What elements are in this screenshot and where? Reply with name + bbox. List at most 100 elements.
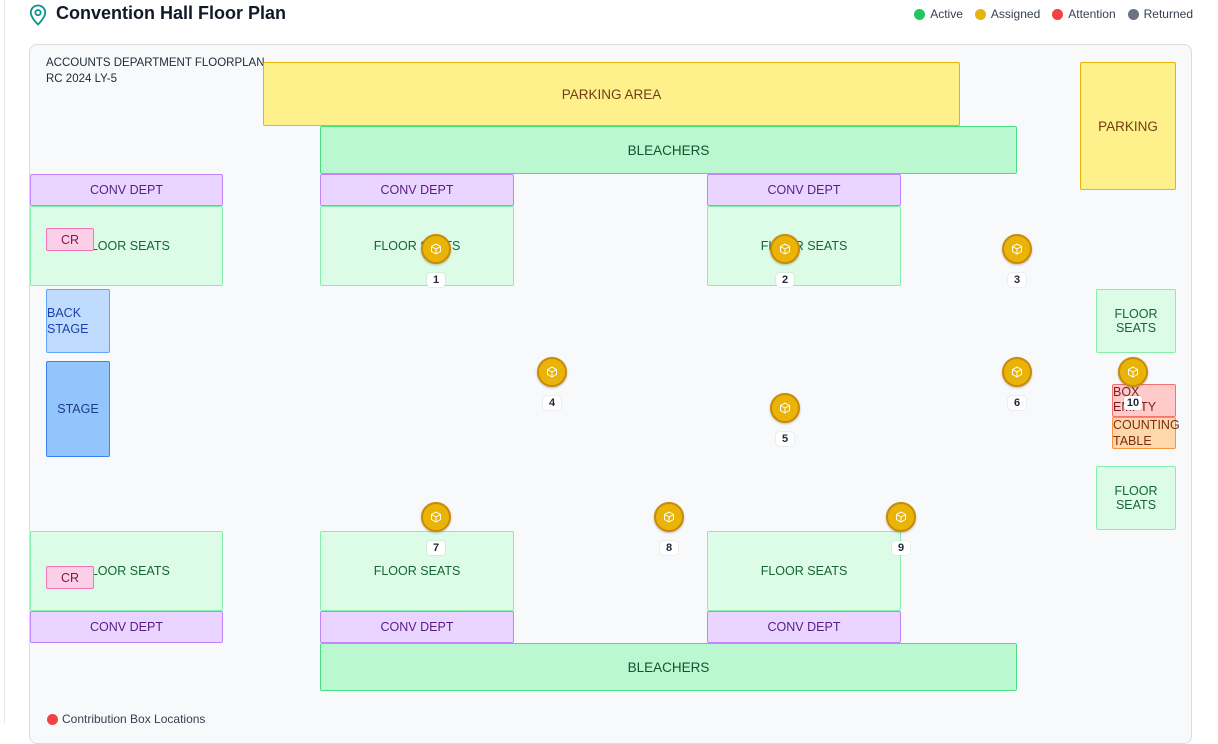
zone-label: BLEACHERS [627,659,710,675]
zone-conv-dept-top-1[interactable]: CONV DEPT [30,174,223,206]
box-marker[interactable] [1118,357,1148,387]
page-border [4,0,5,723]
zone-floor-seats-bottom-2[interactable]: FLOOR SEATS [320,531,514,611]
zone-label: FLOOR SEATS [760,564,848,578]
package-icon [1128,366,1138,378]
package-icon [664,511,674,523]
zone-label: COUNTING TABLE [1113,417,1180,449]
red-dot-icon [47,713,58,725]
legend-label: Assigned [990,7,1041,21]
box-marker-label: 3 [1008,273,1026,287]
zone-label: PARKING AREA [561,86,662,102]
zone-conv-dept-bottom-1[interactable]: CONV DEPT [30,611,223,643]
zone-label: FLOOR SEATS [83,564,170,578]
legend-item-assigned: Assigned [974,7,1041,21]
package-icon [780,243,790,255]
box-marker[interactable] [770,234,800,264]
package-icon [1012,243,1022,255]
legend-item-attention: Attention [1052,7,1116,21]
zone-cr-top[interactable]: CR [46,228,94,251]
zone-conv-dept-top-2[interactable]: CONV DEPT [320,174,514,206]
zone-conv-dept-bottom-3[interactable]: CONV DEPT [707,611,901,643]
zone-back-stage[interactable]: BACK STAGE [46,289,110,353]
zone-label: FLOOR SEATS [373,564,461,578]
box-marker-label: 4 [543,396,561,410]
box-marker[interactable] [421,502,451,532]
zone-parking-area[interactable]: PARKING AREA [263,62,960,126]
box-marker-label: 5 [776,432,794,446]
zone-stage[interactable]: STAGE [46,361,110,457]
box-marker[interactable] [1002,357,1032,387]
box-marker[interactable] [770,393,800,423]
zone-floor-seats-bottom-3[interactable]: FLOOR SEATS [707,531,901,611]
box-marker-label: 10 [1124,396,1142,410]
floorplan-label-line2: RC 2024 LY-5 [46,73,117,85]
legend-label: Returned [1143,7,1193,21]
zone-box-empty[interactable]: BOX EMPTY [1112,384,1176,417]
zone-bleachers-bottom[interactable]: BLEACHERS [320,643,1017,691]
floorplan-label-line1: ACCOUNTS DEPARTMENT FLOORPLAN [46,57,265,69]
zone-label: CR [60,570,80,585]
zone-floor-seats-top-3[interactable]: FLOOR SEATS [707,206,901,286]
zone-label: CONV DEPT [380,183,454,197]
zone-label: CONV DEPT [90,183,163,197]
map-pin-icon [29,4,47,26]
zone-label: PARKING [1098,118,1158,134]
box-marker-label: 7 [427,541,445,555]
package-icon [431,511,441,523]
zone-label-line: COUNTING [1113,418,1180,432]
box-marker[interactable] [537,357,567,387]
zone-conv-dept-bottom-2[interactable]: CONV DEPT [320,611,514,643]
status-dot [1127,8,1139,20]
box-marker-label: 8 [660,541,678,555]
package-icon [431,243,441,255]
page-title: Convention Hall Floor Plan [56,3,287,23]
zone-label-line: BOX [1113,385,1140,399]
zone-label: CONV DEPT [380,620,454,634]
zone-counting-table[interactable]: COUNTING TABLE [1112,417,1180,449]
zone-label: BACK STAGE [47,305,88,337]
zone-conv-dept-top-3[interactable]: CONV DEPT [707,174,901,206]
legend-label: Attention [1068,7,1116,21]
zone-label: BLEACHERS [627,142,710,158]
box-marker[interactable] [1002,234,1032,264]
box-marker-label: 9 [892,541,910,555]
zone-label-line: STAGE [47,322,89,336]
zone-label: CONV DEPT [767,620,841,634]
legend-item-returned: Returned [1127,7,1193,21]
package-icon [780,402,790,414]
zone-label: STAGE [57,402,99,416]
box-marker[interactable] [421,234,451,264]
zone-label: CONV DEPT [90,620,163,634]
status-dot [1052,8,1064,20]
box-marker-label: 2 [776,273,794,287]
zone-label-line: TABLE [1113,434,1152,448]
floor-plan-canvas[interactable]: ACCOUNTS DEPARTMENT FLOORPLAN RC 2024 LY… [29,44,1192,744]
box-marker-label: 1 [427,273,445,287]
zone-label: CONV DEPT [767,183,841,197]
zone-floor-seats-top-2[interactable]: FLOOR SEATS [320,206,514,286]
footer-legend-label: Contribution Box Locations [62,712,206,726]
package-icon [896,511,906,523]
floorplan-label: ACCOUNTS DEPARTMENT FLOORPLAN RC 2024 LY… [46,55,265,87]
zone-cr-bottom[interactable]: CR [46,566,94,589]
zone-label: CR [60,232,80,247]
status-dot [914,8,926,20]
footer-legend: Contribution Box Locations [47,712,205,726]
zone-parking[interactable]: PARKING [1080,62,1176,190]
zone-floor-seats-right-2[interactable]: FLOOR SEATS [1096,466,1176,530]
zone-bleachers-top[interactable]: BLEACHERS [320,126,1017,174]
legend-item-active: Active [914,7,963,21]
status-legend: Active Assigned Attention Returned [914,7,1193,21]
box-marker[interactable] [654,502,684,532]
box-marker-label: 6 [1008,396,1026,410]
legend-label: Active [930,7,963,21]
zone-label: FLOOR SEATS [83,239,170,253]
package-icon [1012,366,1022,378]
box-marker[interactable] [886,502,916,532]
zone-label: FLOOR SEATS [1114,307,1158,335]
status-dot [974,8,986,20]
package-icon [547,366,557,378]
zone-label-line: BACK [47,306,82,320]
zone-floor-seats-right-1[interactable]: FLOOR SEATS [1096,289,1176,353]
